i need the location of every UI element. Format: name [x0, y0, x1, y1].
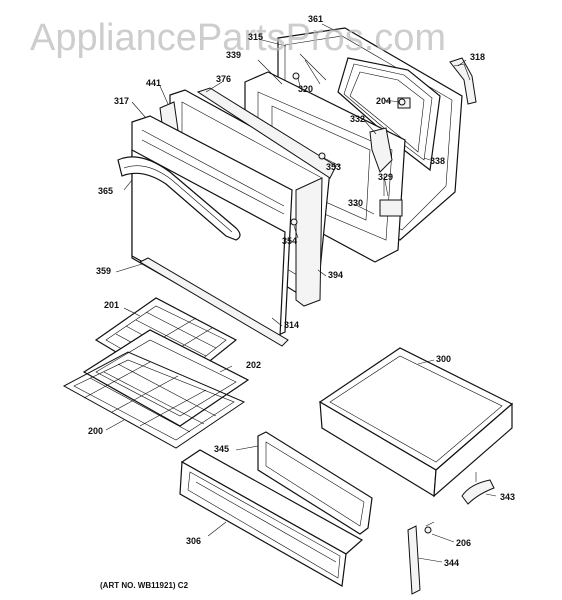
part-label-201: 201 — [104, 300, 119, 310]
door-hinge-parts — [369, 127, 403, 217]
leader-lines — [105, 23, 497, 563]
part-label-330: 330 — [348, 198, 363, 208]
door-gasket — [449, 57, 477, 105]
part-label-361: 361 — [308, 14, 323, 24]
part-label-359: 359 — [96, 266, 111, 276]
part-label-300: 300 — [436, 354, 451, 364]
part-label-314: 314 — [284, 320, 299, 330]
part-label-353: 353 — [326, 162, 341, 172]
part-label-376: 376 — [216, 74, 231, 84]
oven-rack — [62, 351, 246, 449]
part-label-202: 202 — [246, 360, 261, 370]
part-label-339: 339 — [226, 50, 241, 60]
watermark-text: AppliancePartsPros.com — [30, 17, 446, 59]
part-label-332: 332 — [350, 114, 365, 124]
part-label-343: 343 — [500, 492, 515, 502]
door-front-panel — [131, 115, 293, 339]
part-label-344: 344 — [444, 558, 459, 568]
door-bottom-trim — [138, 257, 289, 347]
drawer-front — [179, 449, 364, 587]
part-label-365: 365 — [98, 186, 113, 196]
screws — [290, 72, 432, 534]
part-labels: 361 315 339 318 441 376 320 317 204 332 … — [88, 14, 515, 568]
part-label-354: 354 — [282, 236, 297, 246]
part-label-394: 394 — [328, 270, 343, 280]
part-label-329: 329 — [378, 172, 393, 182]
part-label-318: 318 — [470, 52, 485, 62]
drawer-roller — [461, 472, 495, 505]
art-number-caption: (ART NO. WB11921) C2 — [100, 581, 189, 590]
drawer-back-panel — [257, 431, 373, 535]
part-label-306: 306 — [186, 536, 201, 546]
part-label-320: 320 — [298, 84, 313, 94]
storage-drawer — [318, 347, 514, 498]
part-label-338: 338 — [430, 156, 445, 166]
part-label-204: 204 — [376, 96, 391, 106]
part-label-206: 206 — [456, 538, 471, 548]
door-handle — [117, 156, 241, 241]
part-label-345: 345 — [214, 444, 229, 454]
part-label-317: 317 — [114, 96, 129, 106]
part-label-200: 200 — [88, 426, 103, 436]
part-label-315: 315 — [248, 32, 263, 42]
drawer-slide-bracket — [407, 521, 435, 595]
part-label-441: 441 — [146, 78, 161, 88]
